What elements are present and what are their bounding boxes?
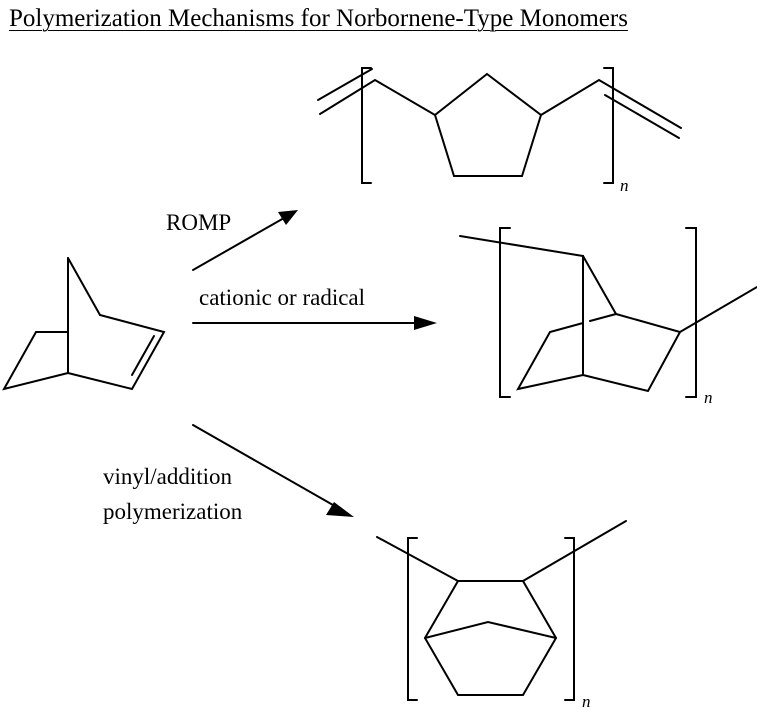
cationic-arrow-head — [414, 316, 437, 330]
vinyl-bridge — [425, 622, 556, 638]
romp-arrow-head — [278, 210, 298, 225]
romp-left-vinyl — [320, 80, 435, 115]
cyclopentane-ring — [435, 74, 541, 176]
cationic-inner-bond — [590, 314, 616, 321]
cationic-label: cationic or radical — [199, 285, 365, 310]
romp-subscript-n: n — [620, 176, 629, 195]
vinyl-left-bracket — [408, 538, 417, 700]
romp-left-double-bond — [318, 69, 372, 100]
cationic-right-bracket — [686, 228, 696, 397]
cationic-right-ring — [583, 314, 680, 391]
romp-polymer: n — [318, 68, 681, 195]
cationic-left-chain — [460, 236, 583, 375]
romp-right-vinyl — [541, 80, 681, 128]
monomer-ring-bonds — [4, 332, 68, 389]
cationic-left-ring — [518, 323, 583, 389]
cationic-left-bracket — [500, 228, 510, 397]
monomer-bridge-bond — [68, 258, 100, 315]
cationic-right-chain — [680, 287, 757, 332]
cationic-polymer: n — [460, 228, 757, 407]
vinyl-label-line1: vinyl/addition — [103, 464, 233, 489]
monomer-alkene-ring — [68, 315, 164, 389]
cationic-arrow — [193, 316, 437, 330]
vinyl-polymer: n — [377, 521, 626, 710]
vinyl-subscript-n: n — [582, 692, 591, 710]
romp-label: ROMP — [166, 210, 231, 235]
vinyl-right-bracket — [565, 538, 574, 700]
vinyl-left-chain — [377, 537, 458, 581]
vinyl-label-line2: polymerization — [103, 499, 243, 524]
cationic-bridge-bond — [583, 256, 616, 314]
vinyl-cyclohexane-ring — [425, 581, 556, 695]
romp-right-double-bond — [605, 95, 679, 138]
norbornene-monomer — [4, 258, 164, 389]
cationic-subscript-n: n — [704, 388, 713, 407]
